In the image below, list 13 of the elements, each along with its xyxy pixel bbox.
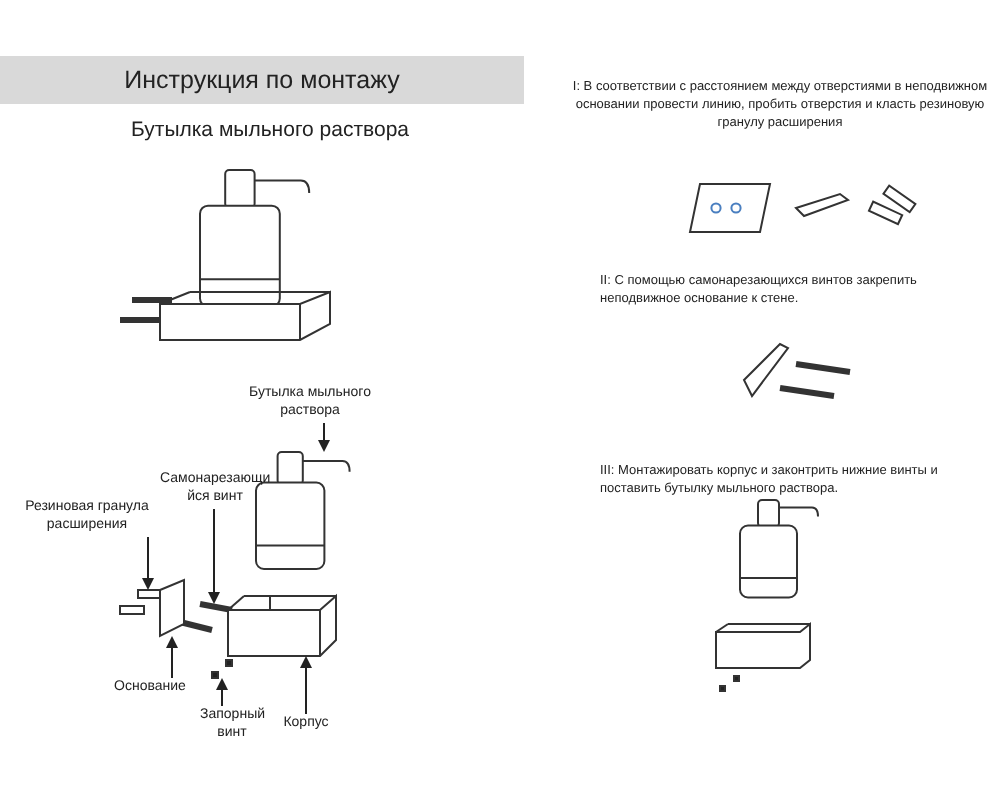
leader-arrow — [318, 422, 330, 452]
screws-drawing — [179, 601, 233, 633]
wall-anchors-drawing — [119, 589, 163, 615]
leader-arrow — [166, 636, 178, 679]
title-banner: Инструкция по монтажу — [0, 56, 524, 104]
subtitle: Бутылка мыльного раствора — [130, 118, 410, 142]
leader-arrow — [142, 536, 154, 590]
leader-arrow — [300, 656, 312, 715]
holder-body-drawing — [227, 593, 337, 657]
set-screws — [211, 659, 233, 679]
leader-arrow — [216, 678, 228, 707]
leader-arrow — [208, 508, 220, 604]
base-plate — [159, 578, 185, 638]
